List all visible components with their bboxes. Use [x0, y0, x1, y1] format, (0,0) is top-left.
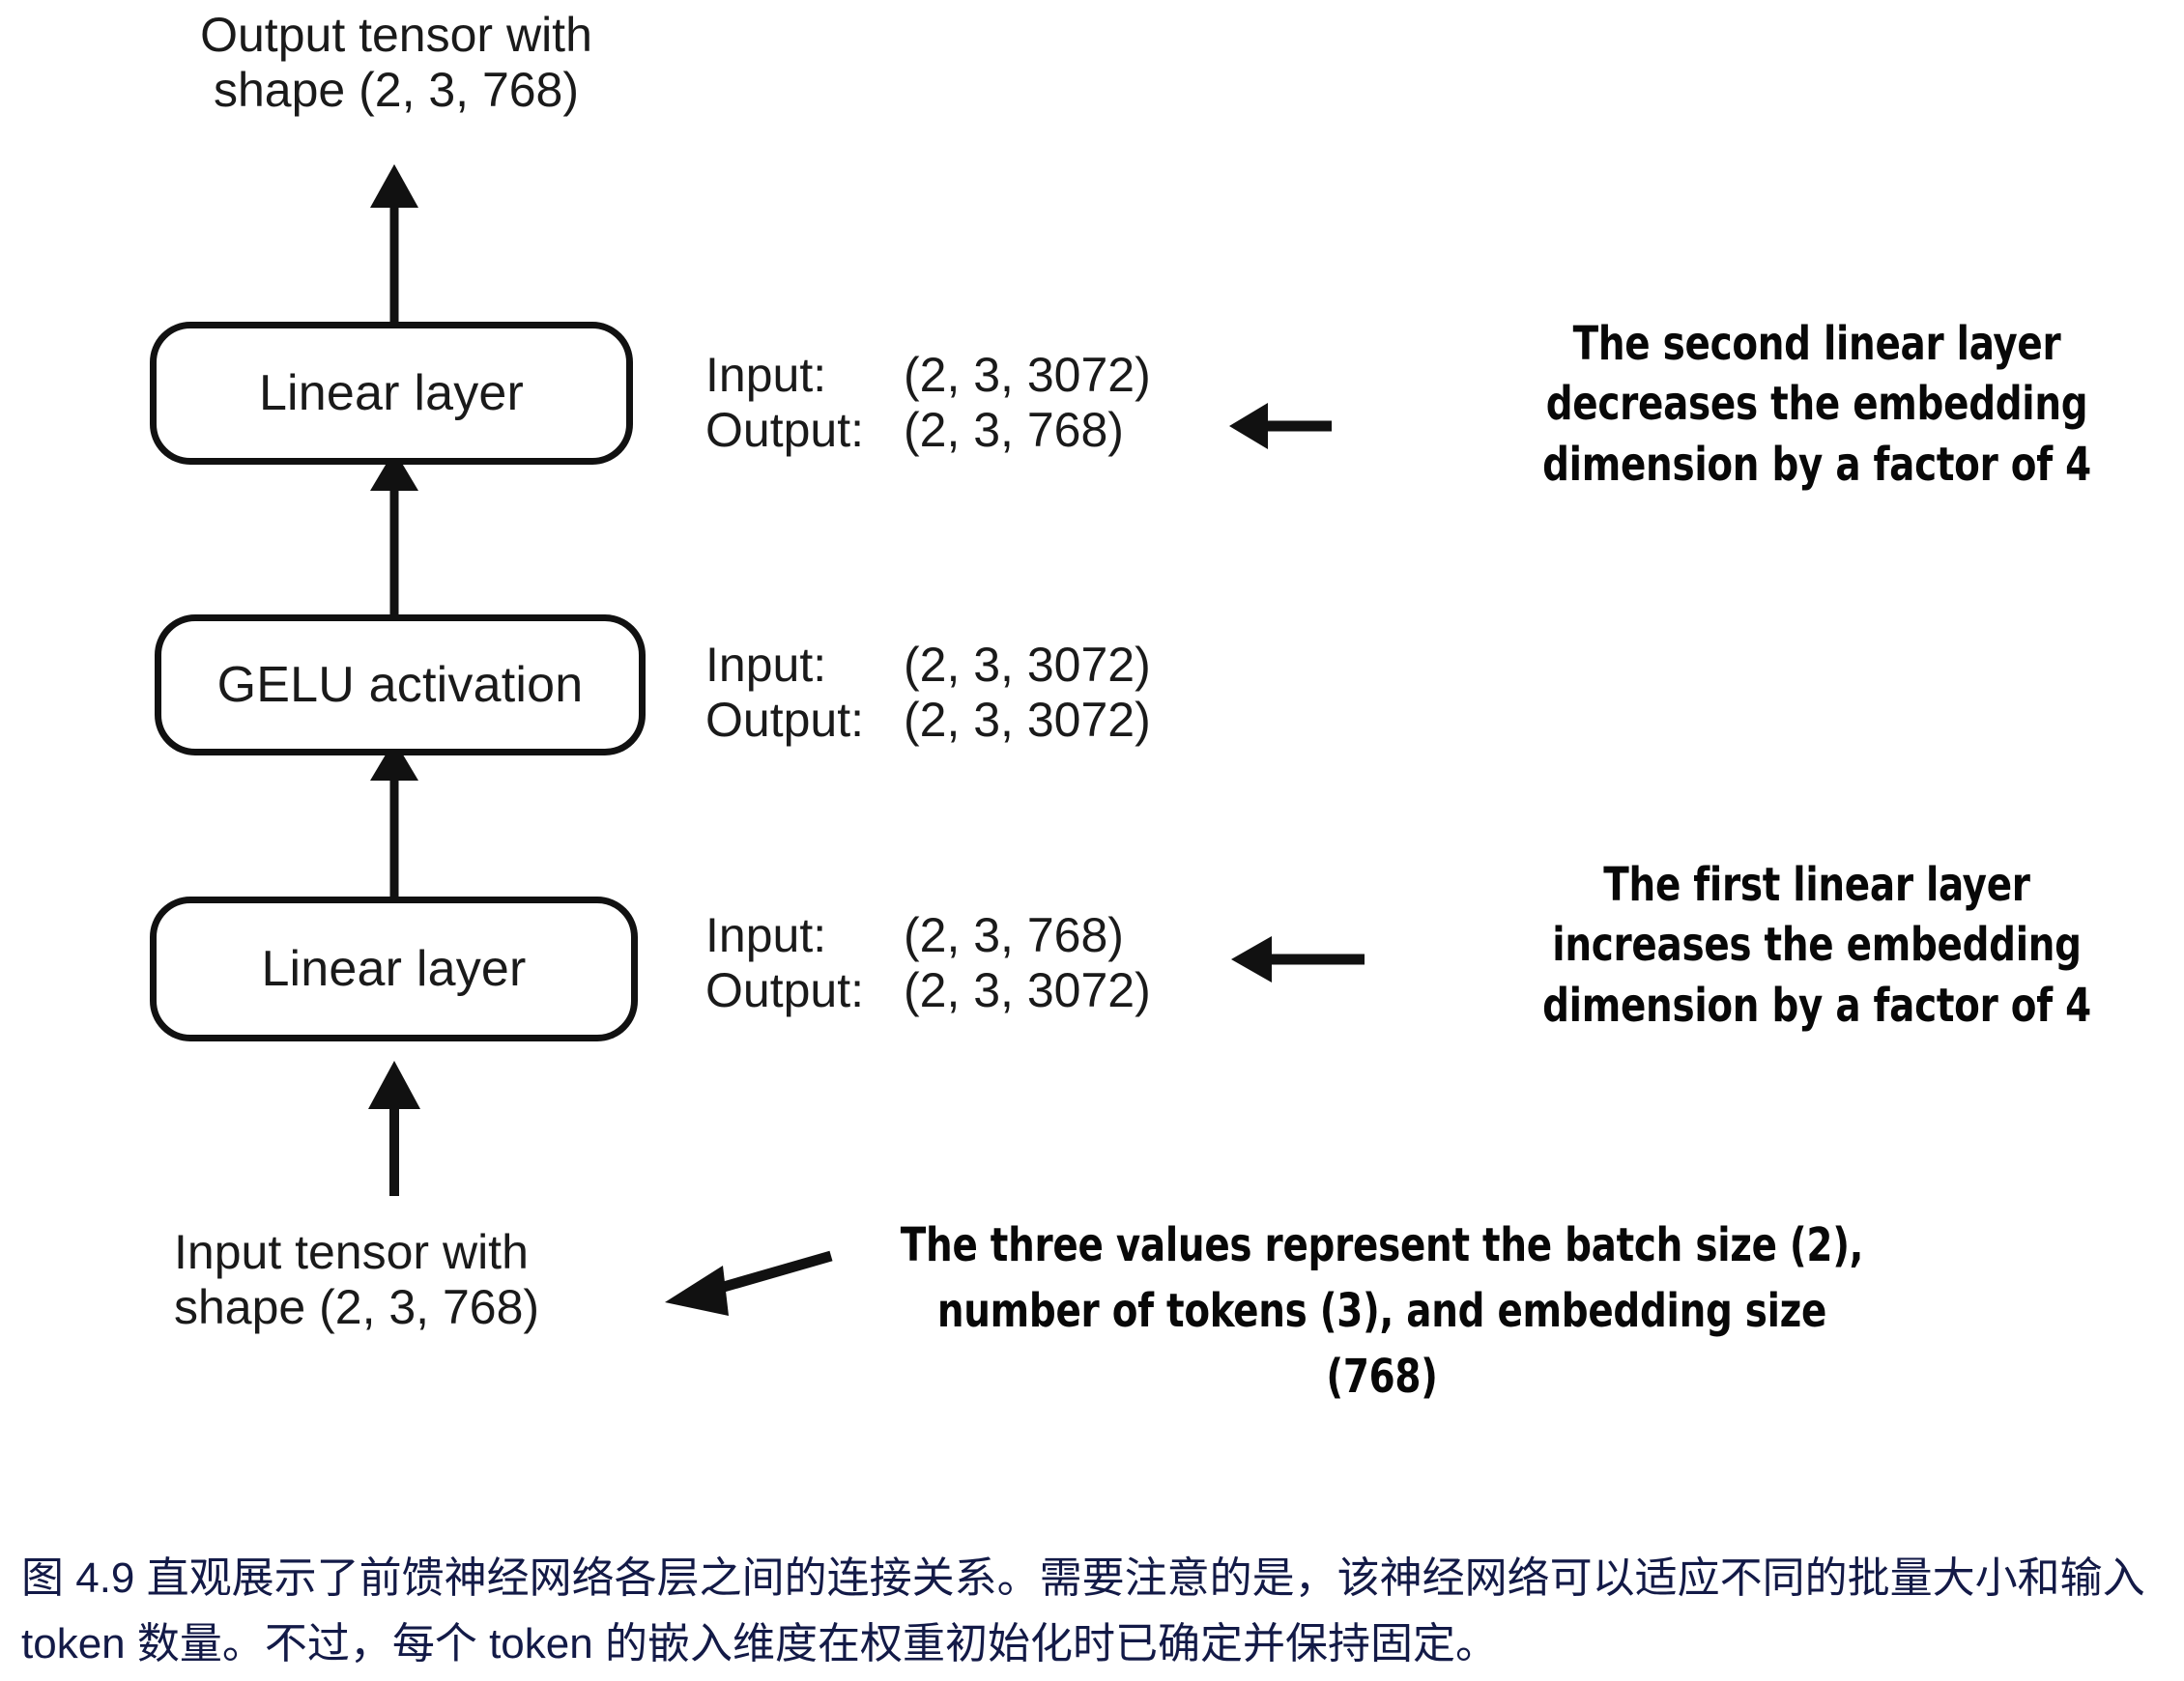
arrow-note-first-linear: [1231, 936, 1365, 983]
figure-caption: 图 4.9 直观展示了前馈神经网络各层之间的连接关系。需要注意的是，该神经网络可…: [21, 1554, 2145, 1668]
io-row-output: Output: (2, 3, 3072): [705, 693, 1151, 748]
io-output-key: Output:: [705, 693, 864, 747]
io-row-output: Output: (2, 3, 768): [705, 403, 1151, 458]
node-linear-layer-1[interactable]: Linear layer: [150, 897, 638, 1041]
io-input-key: Input:: [705, 908, 827, 962]
io-output-value: (2, 3, 3072): [904, 963, 1151, 1017]
io-output-value: (2, 3, 3072): [904, 693, 1151, 747]
io-output-value: (2, 3, 768): [904, 403, 1124, 457]
node-gelu-activation-label: GELU activation: [216, 657, 584, 713]
node-linear-layer-2[interactable]: Linear layer: [150, 322, 633, 465]
io-row-output: Output: (2, 3, 3072): [705, 963, 1151, 1018]
io-row-input: Input: (2, 3, 3072): [705, 348, 1151, 403]
input-tensor-label: Input tensor with shape (2, 3, 768): [174, 1225, 540, 1334]
io-input-key: Input:: [705, 638, 827, 692]
io-input-value: (2, 3, 3072): [904, 638, 1151, 692]
io-input-value: (2, 3, 768): [904, 908, 1124, 962]
annotation-three-values: The three values represent the batch siz…: [900, 1218, 1864, 1405]
arrow-input-to-linear1: [368, 1061, 420, 1196]
io-block-gelu-activation: Input: (2, 3, 3072) Output: (2, 3, 3072): [705, 638, 1151, 748]
io-output-key: Output:: [705, 403, 864, 457]
io-block-linear-layer-2: Input: (2, 3, 3072) Output: (2, 3, 768): [705, 348, 1151, 458]
io-input-key: Input:: [705, 348, 827, 402]
io-output-key: Output:: [705, 963, 864, 1017]
arrow-out-to-output-label: [370, 164, 418, 322]
arrow-linear1-to-gelu: [370, 740, 418, 897]
node-linear-layer-1-label: Linear layer: [261, 941, 527, 997]
annotation-first-linear-layer: The first linear layer increases the emb…: [1542, 858, 2091, 1033]
node-linear-layer-2-label: Linear layer: [258, 365, 525, 421]
annotation-second-linear-layer: The second linear layer decreases the em…: [1542, 317, 2091, 492]
output-tensor-label: Output tensor with shape (2, 3, 768): [200, 8, 592, 117]
io-block-linear-layer-1: Input: (2, 3, 768) Output: (2, 3, 3072): [705, 908, 1151, 1018]
arrow-note-second-linear: [1229, 403, 1332, 449]
io-row-input: Input: (2, 3, 768): [705, 908, 1151, 963]
io-row-input: Input: (2, 3, 3072): [705, 638, 1151, 693]
io-input-value: (2, 3, 3072): [904, 348, 1151, 402]
arrow-gelu-to-linear2: [370, 450, 418, 614]
node-gelu-activation[interactable]: GELU activation: [155, 614, 646, 755]
